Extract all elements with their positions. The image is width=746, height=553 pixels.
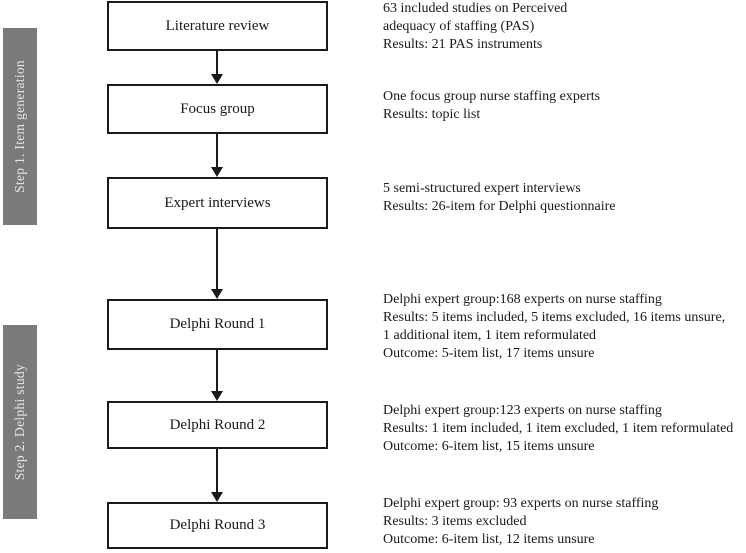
annotation-focus-group: One focus group nurse staffing experts R…: [383, 88, 743, 124]
annotation-line: Outcome: 6-item list, 12 items unsure: [383, 532, 595, 547]
arrow-down-icon: [211, 167, 223, 177]
annotation-line: One focus group nurse staffing experts: [383, 89, 601, 104]
node-delphi-round-1: Delphi Round 1: [107, 299, 328, 350]
annotation-line: Results: 1 item included, 1 item exclude…: [383, 421, 734, 436]
annotation-line: Outcome: 5-item list, 17 items unsure: [383, 346, 595, 361]
step2-sidebar-label: Step 2. Delphi study: [12, 363, 27, 481]
flow-arrow-5: [211, 449, 223, 502]
annotation-line: Results: 5 items included, 5 items exclu…: [383, 310, 726, 325]
annotation-line: 63 included studies on Perceived: [383, 1, 568, 16]
annotation-expert-interviews: 5 semi-structured expert interviews Resu…: [383, 180, 743, 216]
arrow-line: [216, 350, 218, 391]
annotation-delphi-round-3: Delphi expert group: 93 experts on nurse…: [383, 495, 743, 549]
annotation-line: 5 semi-structured expert interviews: [383, 181, 581, 196]
step1-sidebar-label: Step 1. Item generation: [12, 60, 27, 193]
node-delphi-round-3-label: Delphi Round 3: [169, 517, 266, 533]
arrow-line: [216, 51, 218, 74]
node-delphi-round-2-label: Delphi Round 2: [169, 416, 266, 433]
flow-arrow-3: [211, 229, 223, 299]
annotation-line: Outcome: 6-item list, 15 items unsure: [383, 439, 595, 454]
node-delphi-round-1-label: Delphi Round 1: [169, 316, 266, 332]
flow-arrow-4: [211, 350, 223, 401]
arrow-down-icon: [211, 492, 223, 502]
node-focus-group: Focus group: [107, 84, 328, 134]
arrow-down-icon: [211, 391, 223, 401]
annotation-line: Results: 3 items excluded: [383, 514, 527, 529]
annotation-line: Results: 26-item for Delphi questionnair…: [383, 199, 616, 214]
annotation-line: Delphi expert group: 93 experts on nurse…: [383, 496, 659, 511]
arrow-down-icon: [211, 289, 223, 299]
node-literature-review: Literature review: [107, 1, 328, 51]
step1-sidebar: Step 1. Item generation: [3, 28, 37, 225]
node-expert-interviews-label: Expert interviews: [164, 194, 271, 211]
arrow-line: [216, 449, 218, 492]
flow-arrow-2: [211, 134, 223, 177]
annotation-line: Results: 21 PAS instruments: [383, 37, 543, 52]
node-expert-interviews: Expert interviews: [107, 177, 328, 229]
arrow-line: [216, 134, 218, 167]
node-delphi-round-2: Delphi Round 2: [107, 401, 328, 449]
arrow-down-icon: [211, 74, 223, 84]
annotation-line: Delphi expert group:123 experts on nurse…: [383, 403, 662, 418]
step2-sidebar: Step 2. Delphi study: [3, 325, 37, 519]
annotation-line: Results: topic list: [383, 107, 481, 122]
annotation-line: Delphi expert group:168 experts on nurse…: [383, 292, 662, 307]
annotation-delphi-round-1: Delphi expert group:168 experts on nurse…: [383, 291, 743, 363]
node-focus-group-label: Focus group: [180, 100, 255, 117]
annotation-literature-review: 63 included studies on Perceived adequac…: [383, 0, 743, 54]
arrow-line: [216, 229, 218, 289]
flow-arrow-1: [211, 51, 223, 84]
node-delphi-round-3: Delphi Round 3: [107, 502, 328, 549]
annotation-delphi-round-2: Delphi expert group:123 experts on nurse…: [383, 402, 743, 456]
annotation-line: 1 additional item, 1 item reformulated: [383, 328, 597, 343]
annotation-line: adequacy of staffing (PAS): [383, 19, 535, 34]
node-literature-review-label: Literature review: [165, 17, 270, 34]
